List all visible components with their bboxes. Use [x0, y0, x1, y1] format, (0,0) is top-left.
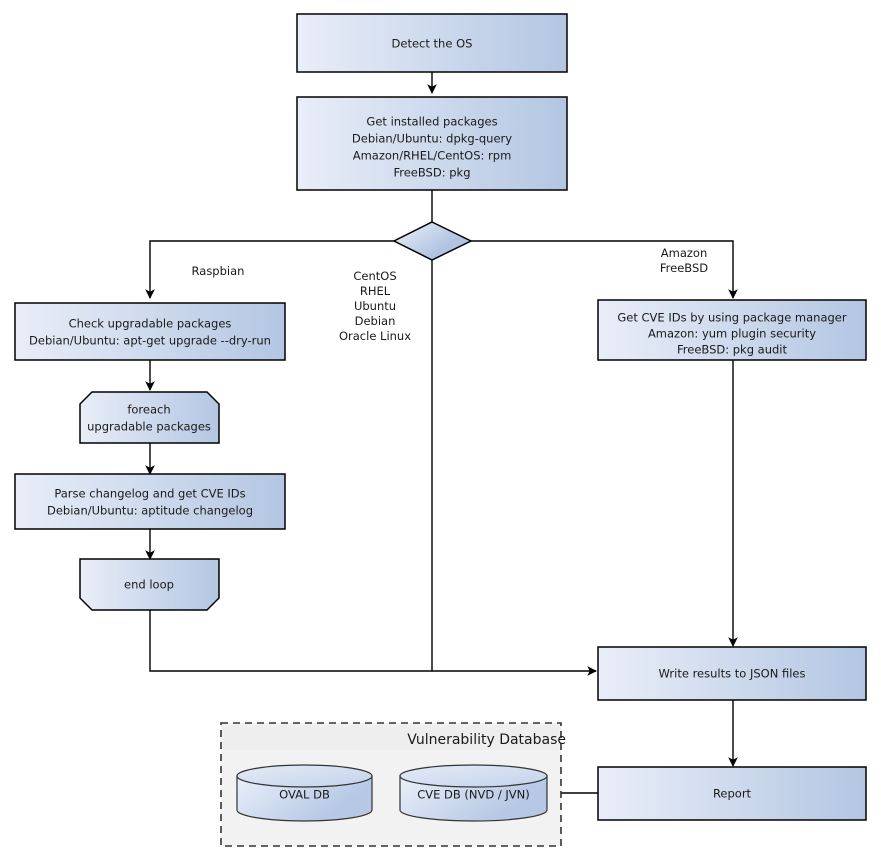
node-check-upgradable[interactable]: Check upgradable packages Debian/Ubuntu:…: [14, 302, 286, 361]
check-upgradable-line-2: Debian/Ubuntu: apt-get upgrade --dry-run: [29, 334, 271, 348]
get-installed-packages-box[interactable]: [296, 96, 568, 191]
edge-label-center-line-3: Ubuntu: [354, 299, 396, 313]
group-vulnerability-database: Vulnerability Database OVAL DB CVE DB (N…: [220, 722, 566, 847]
node-foreach-loop[interactable]: foreach upgradable packages: [79, 391, 220, 444]
write-results-box[interactable]: [597, 646, 867, 701]
os-decision-diamond[interactable]: [392, 221, 473, 261]
get-cve-ids-box[interactable]: [597, 299, 867, 361]
edge-label-right-line-1: Amazon: [661, 246, 707, 260]
db-oval[interactable]: OVAL DB: [236, 764, 373, 822]
node-end-loop[interactable]: end loop: [79, 558, 220, 611]
oval-db-label: OVAL DB: [279, 788, 330, 802]
parse-changelog-box[interactable]: [14, 473, 286, 530]
cve-db-body[interactable]: [399, 775, 548, 822]
cve-db-top: [399, 764, 548, 788]
end-loop-label: end loop: [124, 578, 174, 592]
parse-changelog-line-2: Debian/Ubuntu: aptitude changelog: [47, 504, 253, 518]
edge-label-raspbian: Raspbian: [192, 264, 245, 278]
db-cve[interactable]: CVE DB (NVD / JVN): [399, 764, 548, 822]
report-label: Report: [713, 787, 752, 801]
edge-label-center-line-4: Debian: [355, 314, 396, 328]
node-detect-os[interactable]: Detect the OS: [296, 13, 568, 73]
detect-os-label: Detect the OS: [392, 37, 473, 51]
foreach-loop-line-1: foreach: [127, 403, 170, 417]
node-report[interactable]: Report: [597, 766, 867, 821]
write-results-label: Write results to JSON files: [659, 667, 806, 681]
node-write-results[interactable]: Write results to JSON files: [597, 646, 867, 701]
get-installed-packages-line-3: Amazon/RHEL/CentOS: rpm: [353, 149, 512, 163]
edge-decision-raspbian: [145, 240, 394, 299]
get-cve-ids-line-3: FreeBSD: pkg audit: [677, 343, 788, 357]
oval-db-body[interactable]: [236, 775, 373, 822]
node-parse-changelog[interactable]: Parse changelog and get CVE IDs Debian/U…: [14, 473, 286, 530]
node-get-installed-packages[interactable]: Get installed packages Debian/Ubuntu: dp…: [296, 96, 568, 191]
check-upgradable-box[interactable]: [14, 302, 286, 361]
check-upgradable-line-1: Check upgradable packages: [69, 317, 232, 331]
cve-db-label: CVE DB (NVD / JVN): [417, 788, 530, 802]
edge-endloop-to-write: [149, 610, 597, 676]
vulnerability-database-title: Vulnerability Database: [407, 732, 566, 748]
node-os-decision[interactable]: [392, 221, 473, 261]
node-get-cve-ids[interactable]: Get CVE IDs by using package manager Ama…: [597, 299, 867, 361]
get-installed-packages-line-2: Debian/Ubuntu: dpkg-query: [352, 132, 512, 146]
edge-label-center-line-2: RHEL: [360, 284, 391, 298]
report-box[interactable]: [597, 766, 867, 821]
get-installed-packages-line-1: Get installed packages: [366, 115, 497, 129]
foreach-loop-line-2: upgradable packages: [87, 420, 211, 434]
get-cve-ids-line-2: Amazon: yum plugin security: [648, 327, 816, 341]
edge-label-right-line-2: FreeBSD: [660, 261, 708, 275]
parse-changelog-line-1: Parse changelog and get CVE IDs: [54, 487, 245, 501]
get-cve-ids-line-1: Get CVE IDs by using package manager: [617, 311, 847, 325]
edge-labels-layer: Raspbian CentOS RHEL Ubuntu Debian Oracl…: [192, 246, 709, 343]
get-installed-packages-line-4: FreeBSD: pkg: [393, 166, 470, 180]
edge-label-center-line-5: Oracle Linux: [339, 329, 411, 343]
edge-decision-amazon: [471, 240, 738, 299]
edge-label-center-line-1: CentOS: [353, 269, 396, 283]
end-loop-box[interactable]: [79, 558, 220, 611]
foreach-loop-box[interactable]: [79, 391, 220, 444]
vulnerability-database-titlebar: [223, 725, 559, 750]
detect-os-box[interactable]: [296, 13, 568, 73]
oval-db-top: [236, 764, 373, 788]
